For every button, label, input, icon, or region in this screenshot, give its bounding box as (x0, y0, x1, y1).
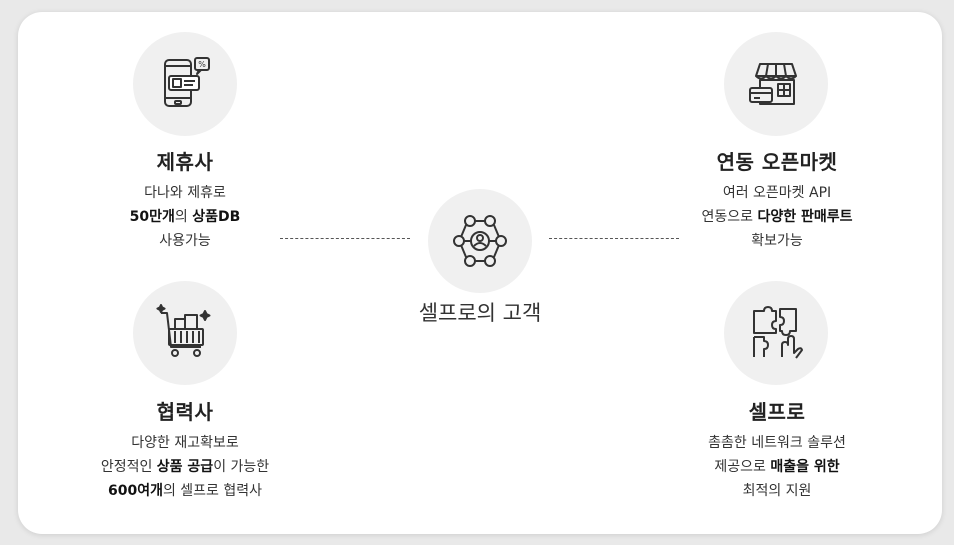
network-people-icon (453, 215, 507, 267)
partners-mid: 의 (174, 209, 193, 225)
partners-count: 50만개 (129, 209, 175, 225)
openmarket-line2: 연동으로 다양한 판매루트 (672, 205, 882, 229)
collaborators-line2: 안정적인 상품 공급이 가능한 (60, 455, 310, 479)
collaborators-desc: 다양한 재고확보로 안정적인 상품 공급이 가능한 600여개의 셀프로 협력사 (60, 431, 310, 503)
collaborators-count: 600여개 (107, 483, 163, 499)
svg-text:%: % (198, 60, 206, 69)
cart-boxes-icon (156, 304, 211, 357)
openmarket-title: 연동 오픈마켓 (716, 150, 838, 174)
openmarket-line3: 확보가능 (751, 233, 803, 249)
collaborators-block: 협력사 다양한 재고확보로 안정적인 상품 공급이 가능한 600여개의 셀프로… (60, 396, 310, 503)
partners-line1: 다나와 제휴로 (144, 185, 226, 201)
collaborators-line3: 600여개의 셀프로 협력사 (60, 479, 310, 503)
selfpro-title: 셀프로 (748, 400, 806, 424)
store-card-icon (749, 63, 797, 105)
openmarket-block: 연동 오픈마켓 여러 오픈마켓 API 연동으로 다양한 판매루트 확보가능 (672, 146, 882, 253)
selfpro-sales: 매출을 위한 (770, 459, 840, 475)
openmarket-line1: 여러 오픈마켓 API (722, 185, 832, 201)
selfpro-block: 셀프로 촘촘한 네트워크 솔루션 제공으로 매출을 위한 최적의 지원 (667, 396, 887, 503)
collaborators-pre: 안정적인 (100, 459, 157, 475)
partners-db: 상품DB (192, 209, 241, 225)
collaborators-icon-circle (133, 281, 237, 385)
openmarket-pre: 연동으로 (701, 209, 758, 225)
partners-block: 제휴사 다나와 제휴로 50만개의 상품DB 사용가능 (95, 146, 275, 253)
center-label: 셀프로의 고객 (418, 301, 542, 325)
collaborators-supply: 상품 공급 (156, 459, 214, 475)
partners-desc: 다나와 제휴로 50만개의 상품DB 사용가능 (95, 181, 275, 253)
partners-line2: 50만개의 상품DB (95, 205, 275, 229)
selfpro-line3: 최적의 지원 (742, 483, 812, 499)
puzzle-hand-icon (753, 306, 803, 359)
selfpro-icon-circle (724, 281, 828, 385)
selfpro-pre: 제공으로 (714, 459, 771, 475)
collaborators-tail: 의 셀프로 협력사 (162, 483, 263, 499)
partners-icon-circle: % (133, 32, 237, 136)
collaborators-post: 이 가능한 (213, 459, 270, 475)
partners-title: 제휴사 (156, 150, 214, 174)
center-icon-circle (428, 189, 532, 293)
phone-shopping-icon: % (164, 57, 210, 107)
openmarket-routes: 다양한 판매루트 (757, 209, 853, 225)
left-connector (280, 238, 410, 239)
selfpro-desc: 촘촘한 네트워크 솔루션 제공으로 매출을 위한 최적의 지원 (667, 431, 887, 503)
collaborators-title: 협력사 (156, 400, 214, 424)
openmarket-icon-circle (724, 32, 828, 136)
selfpro-line1: 촘촘한 네트워크 솔루션 (708, 435, 846, 451)
right-connector (549, 238, 679, 239)
selfpro-line2: 제공으로 매출을 위한 (667, 455, 887, 479)
partners-line3: 사용가능 (159, 233, 211, 249)
collaborators-line1: 다양한 재고확보로 (131, 435, 239, 451)
openmarket-desc: 여러 오픈마켓 API 연동으로 다양한 판매루트 확보가능 (672, 181, 882, 253)
